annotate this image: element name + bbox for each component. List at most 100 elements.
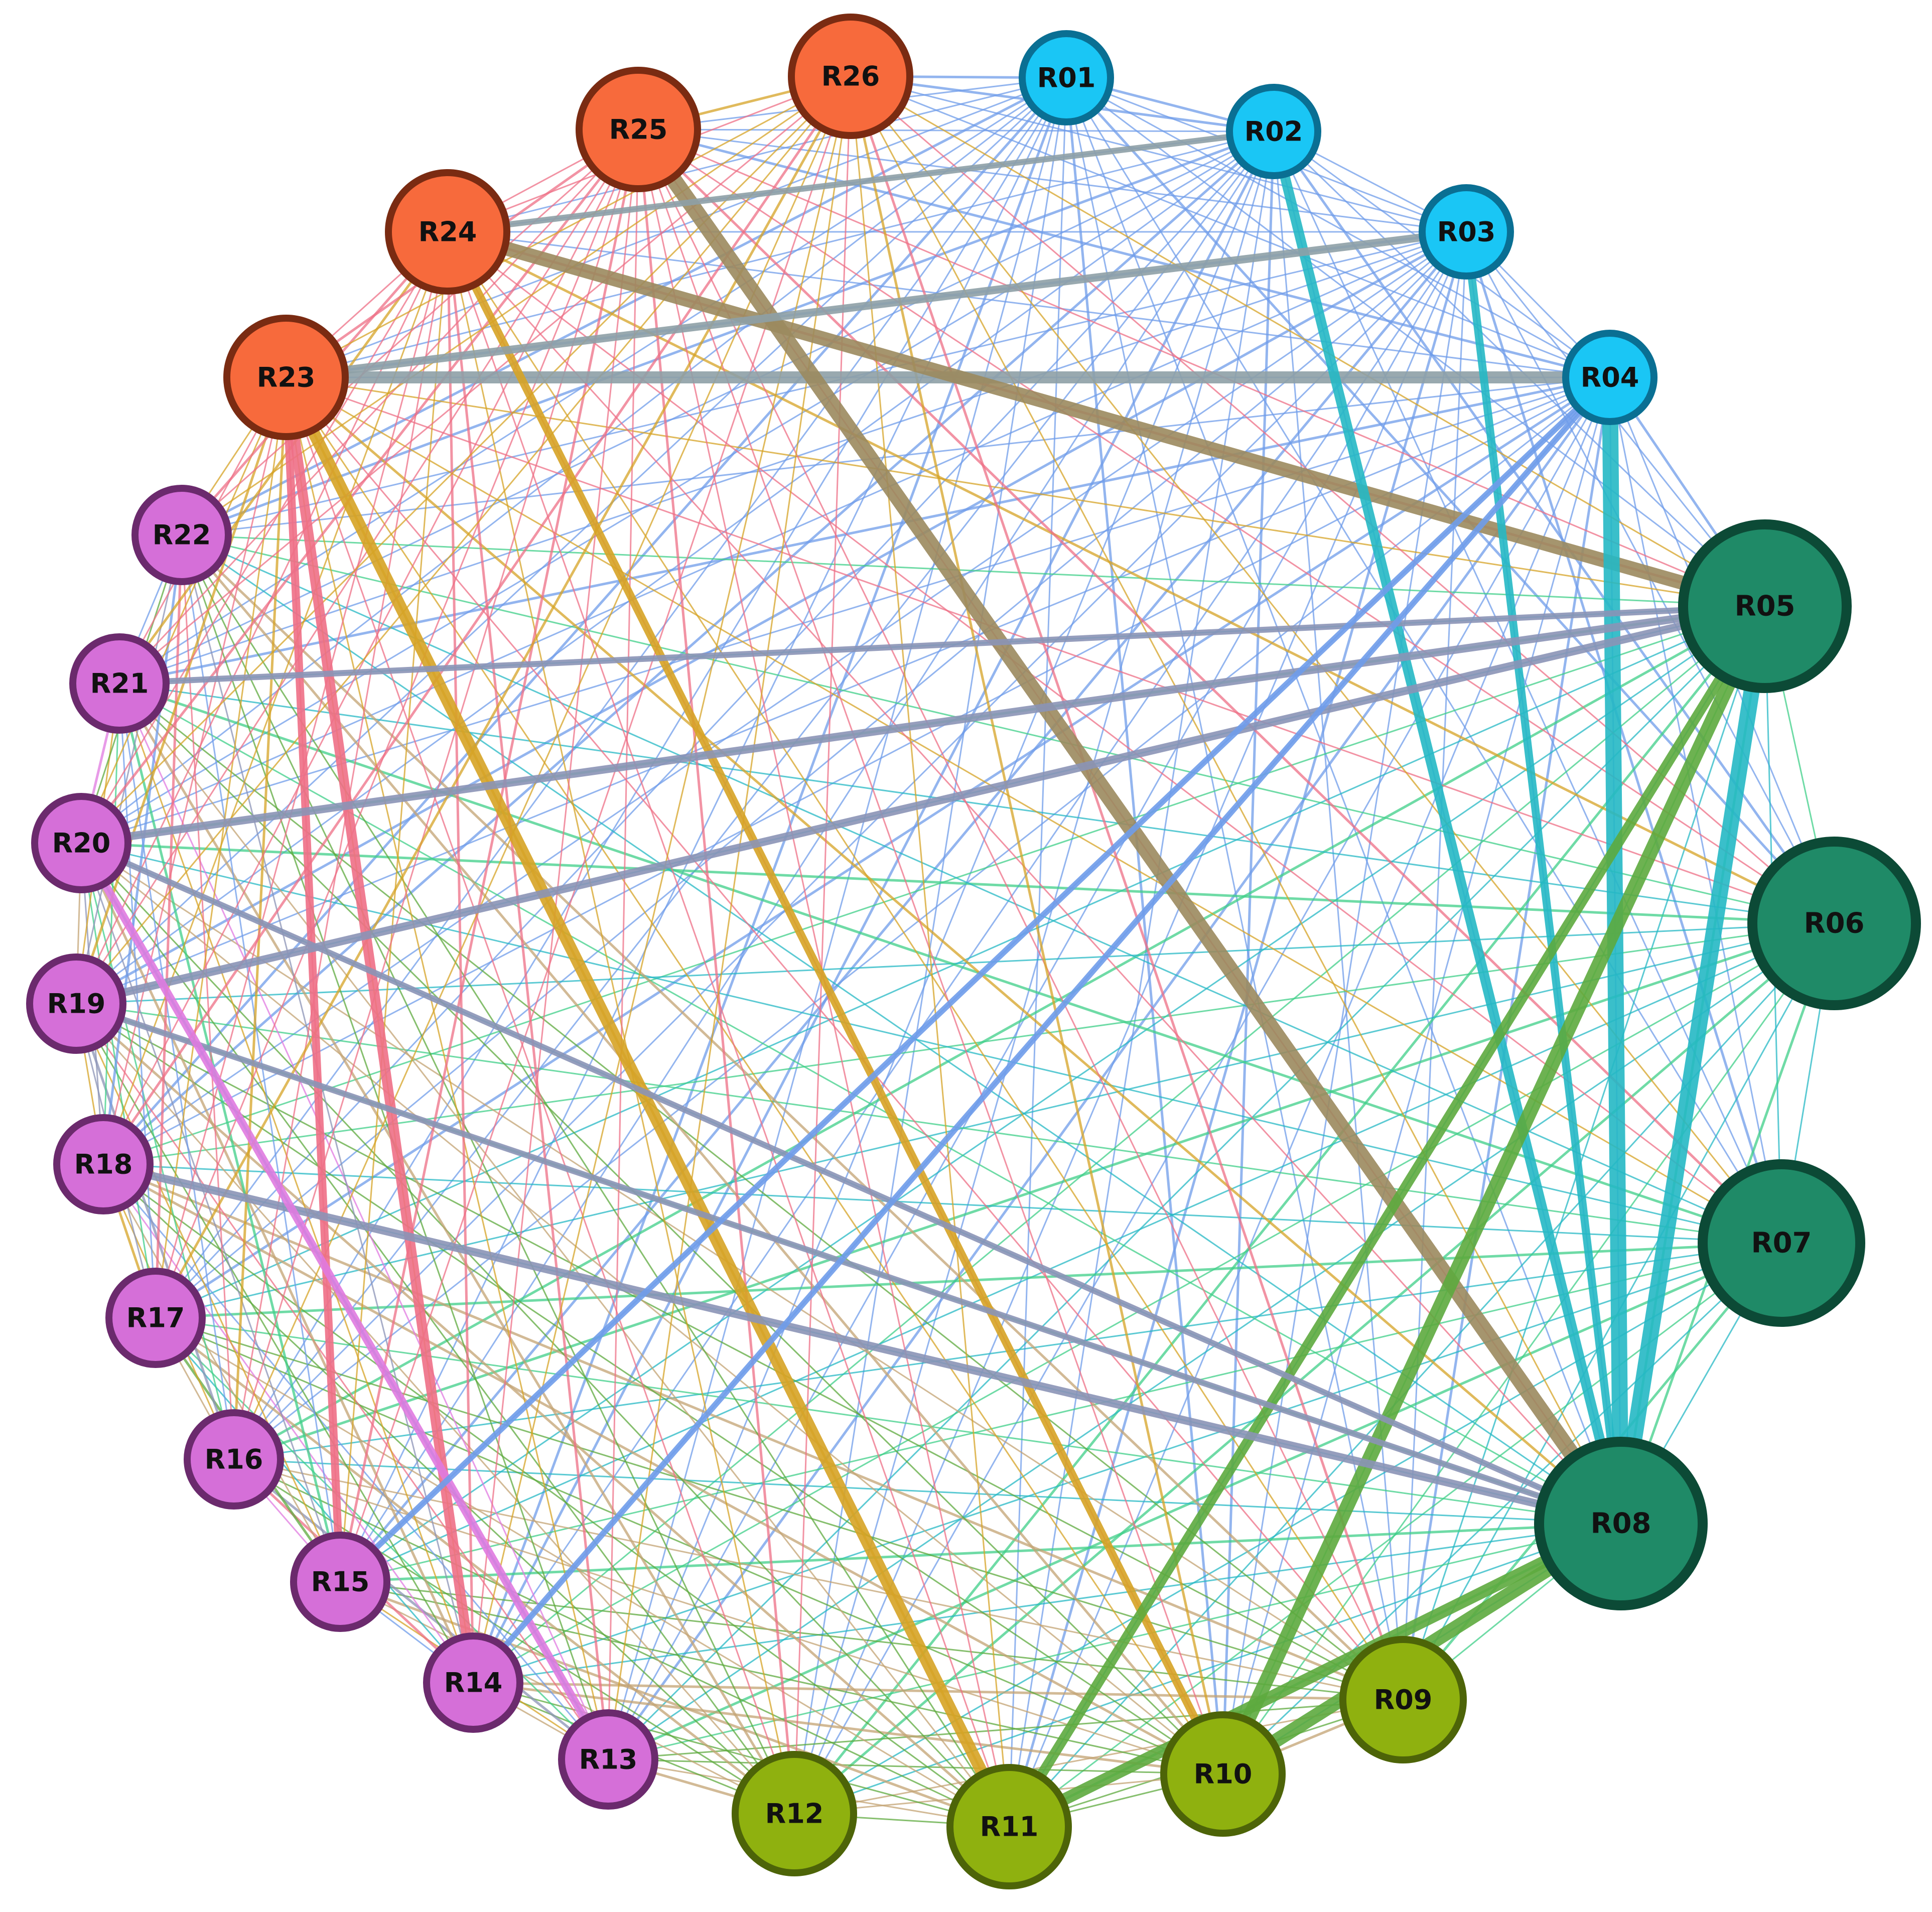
node-r03[interactable]: R03: [1419, 184, 1514, 280]
node-label: R21: [90, 668, 149, 700]
edge-R06-R24: [447, 230, 1835, 925]
edge-R18-R23: [102, 377, 287, 1165]
node-circle[interactable]: [1019, 30, 1114, 125]
node-r01[interactable]: R01: [1019, 30, 1114, 125]
node-r24[interactable]: R24: [385, 169, 510, 295]
node-r08[interactable]: R08: [1534, 1437, 1708, 1610]
node-r06[interactable]: R06: [1747, 837, 1921, 1010]
edge-R05-R25: [638, 128, 1765, 607]
node-circle[interactable]: [946, 1764, 1072, 1889]
edge-R14-R21: [118, 683, 474, 1683]
edge-R10-R20: [81, 842, 1223, 1775]
node-r02[interactable]: R02: [1226, 84, 1321, 179]
edge-R09-R26: [849, 76, 1405, 1700]
node-circle[interactable]: [1698, 1159, 1865, 1327]
node-circle[interactable]: [31, 793, 131, 893]
edge-R01-R08: [1065, 77, 1622, 1524]
node-r12[interactable]: R12: [732, 1751, 857, 1876]
edge-R13-R18: [102, 1164, 609, 1760]
node-r22[interactable]: R22: [131, 485, 232, 585]
edge-R04-R21: [119, 376, 1610, 685]
node-r10[interactable]: R10: [1160, 1711, 1286, 1837]
node-circle[interactable]: [53, 1114, 154, 1214]
node-circle[interactable]: [105, 1268, 206, 1368]
node-r17[interactable]: R17: [105, 1268, 206, 1368]
node-circle[interactable]: [558, 1709, 658, 1810]
edge-R13-R23: [285, 377, 609, 1760]
edge-R17-R22: [154, 534, 183, 1318]
node-circle[interactable]: [385, 169, 510, 295]
node-r23[interactable]: R23: [223, 315, 349, 440]
node-circle[interactable]: [1419, 184, 1514, 280]
edge-R06-R16: [233, 922, 1835, 1461]
node-r26[interactable]: R26: [788, 14, 913, 139]
node-label: R18: [74, 1149, 133, 1180]
node-r11[interactable]: R11: [946, 1764, 1072, 1889]
node-circle[interactable]: [1678, 519, 1852, 693]
node-r21[interactable]: R21: [69, 633, 170, 734]
node-circle[interactable]: [732, 1751, 857, 1876]
node-label: R06: [1804, 907, 1864, 940]
node-r25[interactable]: R25: [576, 67, 701, 192]
edge-R07-R23: [286, 376, 1782, 1244]
edge-R01-R20: [81, 77, 1067, 844]
node-r07[interactable]: R07: [1698, 1159, 1865, 1327]
node-r09[interactable]: R09: [1339, 1636, 1467, 1763]
node-r15[interactable]: R15: [290, 1532, 390, 1632]
edge-R11-R17: [155, 1317, 1010, 1828]
node-circle[interactable]: [1160, 1711, 1286, 1837]
edge-R19-R24: [75, 231, 449, 1004]
node-circle[interactable]: [576, 67, 701, 192]
node-r04[interactable]: R04: [1562, 330, 1658, 425]
node-label: R14: [444, 1667, 503, 1699]
edge-R18-R25: [102, 129, 639, 1165]
node-circle[interactable]: [1226, 84, 1321, 179]
edge-R02-R12: [793, 131, 1275, 1814]
node-circle[interactable]: [223, 315, 349, 440]
edge-R03-R25: [638, 128, 1467, 233]
node-circle[interactable]: [1339, 1636, 1467, 1763]
node-circle[interactable]: [131, 485, 232, 585]
strong-edge-R08-R18: [99, 1160, 1625, 1528]
node-circle[interactable]: [69, 633, 170, 734]
edge-R02-R22: [181, 130, 1274, 536]
node-circle[interactable]: [788, 14, 913, 139]
node-r16[interactable]: R16: [184, 1409, 284, 1510]
edge-R03-R21: [119, 231, 1467, 685]
edge-R19-R25: [75, 129, 639, 1004]
edge-R03-R17: [155, 231, 1467, 1319]
edge-R06-R13: [608, 922, 1835, 1760]
edge-R02-R07: [1273, 131, 1782, 1244]
edge-R01-R04: [1066, 77, 1610, 378]
node-circle[interactable]: [423, 1632, 523, 1733]
edge-R03-R07: [1465, 231, 1783, 1244]
edge-R07-R14: [473, 1242, 1782, 1684]
node-r14[interactable]: R14: [423, 1632, 523, 1733]
edge-R13-R24: [446, 231, 610, 1760]
edge-R13-R19: [75, 1003, 609, 1760]
node-r18[interactable]: R18: [53, 1114, 154, 1214]
node-r05[interactable]: R05: [1678, 519, 1852, 693]
node-r19[interactable]: R19: [26, 953, 126, 1054]
node-circle[interactable]: [1747, 837, 1921, 1010]
edge-R07-R10: [1222, 1242, 1782, 1775]
edge-R03-R26: [850, 75, 1467, 233]
edge-R05-R17: [155, 605, 1765, 1319]
node-r13[interactable]: R13: [558, 1709, 658, 1810]
strong-edge-R04-R14: [470, 374, 1613, 1686]
node-circle[interactable]: [1534, 1437, 1708, 1610]
node-circle[interactable]: [26, 953, 126, 1054]
node-circle[interactable]: [290, 1532, 390, 1632]
edge-R02-R20: [81, 130, 1274, 844]
edge-R02-R10: [1221, 131, 1275, 1774]
node-circle[interactable]: [184, 1409, 284, 1510]
node-circle[interactable]: [1562, 330, 1658, 425]
node-label: R19: [47, 988, 106, 1020]
edge-R05-R23: [286, 376, 1765, 607]
node-r20[interactable]: R20: [31, 793, 131, 893]
edge-R20-R25: [80, 128, 639, 844]
strong-edge-R24-R02: [445, 128, 1277, 235]
edge-R07-R17: [155, 1242, 1782, 1319]
edge-R19-R26: [75, 76, 852, 1004]
